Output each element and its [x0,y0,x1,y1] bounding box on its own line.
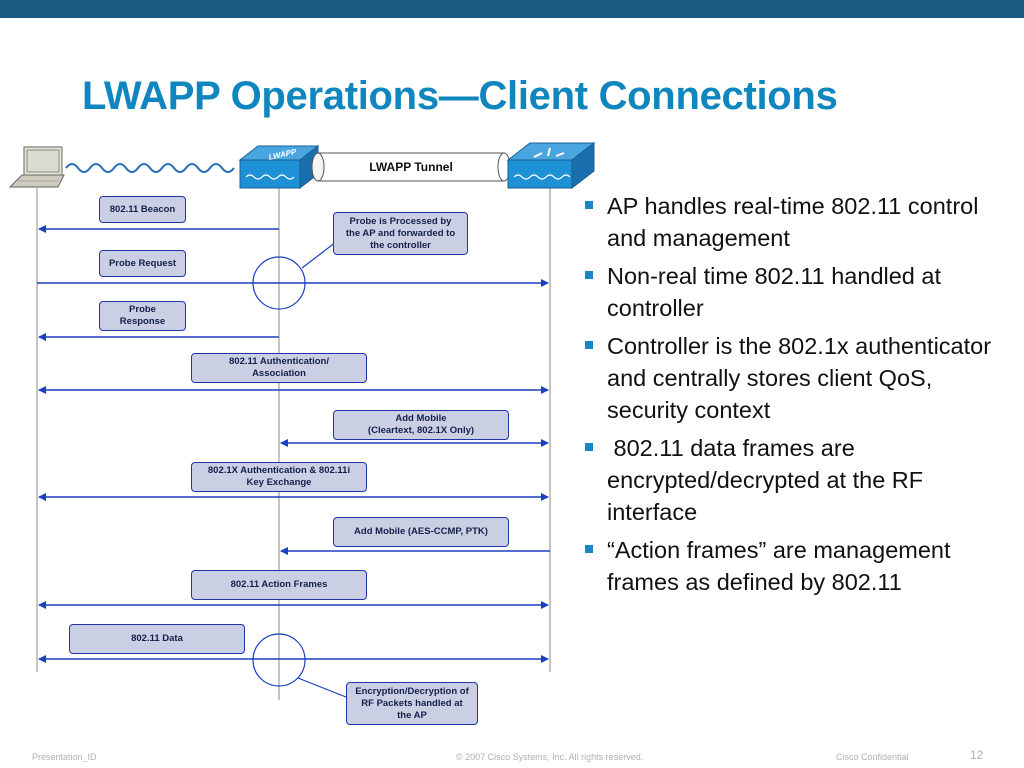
message-box-add-mobile-cleartext: Add Mobile (Cleartext, 802.1X Only) [333,410,509,440]
bullet-item: “Action frames” are management frames as… [583,534,1003,598]
bullet-item: 802.11 data frames are encrypted/decrypt… [583,432,1003,528]
probe-highlight-circle [252,256,306,310]
bullet-square-icon [585,443,593,451]
message-box-auth-assoc: 802.11 Authentication/ Association [191,353,367,383]
bullet-item: Controller is the 802.1x authenticator a… [583,330,1003,426]
message-box-add-mobile-aes: Add Mobile (AES-CCMP, PTK) [333,517,509,547]
top-bar [0,0,1024,18]
bullet-item: Non-real time 802.11 handled at controll… [583,260,1003,324]
footer-copyright: © 2007 Cisco Systems, Inc. All rights re… [456,752,644,762]
footer-presentation-id: Presentation_ID [32,752,97,762]
bullet-square-icon [585,271,593,279]
page-number: 12 [970,748,984,762]
message-box-probe-request: Probe Request [99,250,186,277]
footer-confidential: Cisco Confidential [836,752,909,762]
laptop-icon [8,146,65,188]
message-arrows [37,225,550,663]
note-encryption: Encryption/Decryption of RF Packets hand… [346,682,478,725]
bullet-item: AP handles real-time 802.11 control and … [583,190,1003,254]
bullet-square-icon [585,341,593,349]
bullet-square-icon [585,545,593,553]
slide-title: LWAPP Operations—Client Connections [82,74,838,118]
lwapp-tunnel: LWAPP Tunnel [311,152,511,182]
message-box-beacon: 802.11 Beacon [99,196,186,223]
bullet-list: AP handles real-time 802.11 control and … [583,190,1003,604]
message-box-8021x: 802.1X Authentication & 802.11i Key Exch… [191,462,367,492]
message-box-action-frames: 802.11 Action Frames [191,570,367,600]
access-point-icon: LWAPP [238,144,320,190]
bullet-square-icon [585,201,593,209]
message-box-probe-response: Probe Response [99,301,186,331]
note-probe-processed: Probe is Processed by the AP and forward… [333,212,468,255]
tunnel-label: LWAPP Tunnel [369,160,453,174]
data-highlight-circle [252,633,306,687]
probe-note-connector [301,241,337,269]
controller-icon [506,141,596,190]
message-box-data: 802.11 Data [69,624,245,654]
data-note-connector [297,677,347,698]
wireless-wave [65,163,235,173]
